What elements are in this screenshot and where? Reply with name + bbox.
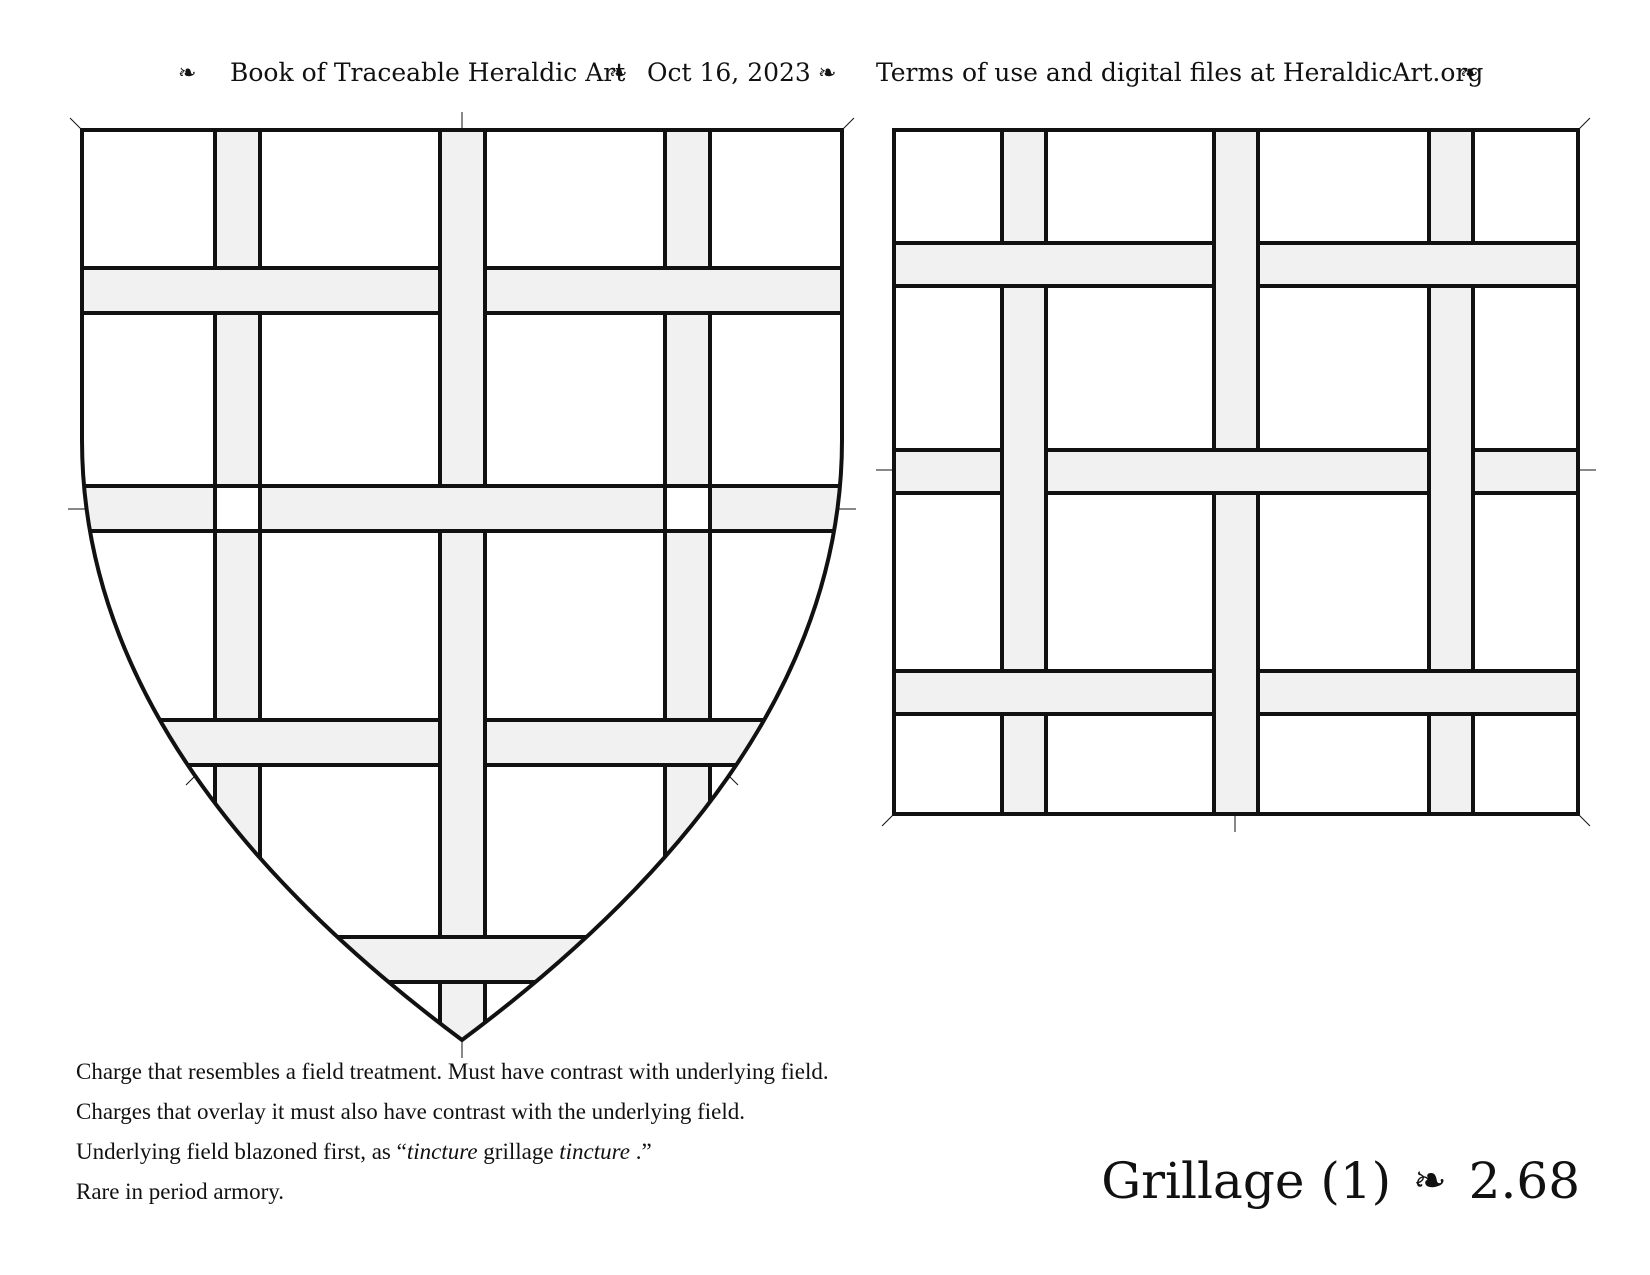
shield-bar-vertical xyxy=(213,130,262,270)
tincture-term: tincture xyxy=(406,1139,478,1164)
plate-number: 2.68 xyxy=(1468,1152,1580,1210)
description-text: Underlying field blazoned first, as “ xyxy=(76,1139,407,1164)
square-bar-vertical xyxy=(1000,712,1048,814)
shield-bar-horizontal xyxy=(258,484,667,533)
square-bar-vertical xyxy=(1212,130,1260,452)
tincture-term: tincture xyxy=(559,1139,630,1164)
description-line: Underlying field blazoned first, as “tin… xyxy=(76,1132,829,1172)
shield-bar-vertical xyxy=(438,130,487,488)
plate-name: Grillage (1) xyxy=(1101,1152,1392,1210)
book-title: Book of Traceable Heraldic Art xyxy=(230,58,626,87)
shield-bar-vertical xyxy=(663,130,712,270)
shield-bar-vertical xyxy=(663,529,712,722)
square-bar-vertical xyxy=(1427,284,1475,673)
shield-bar-vertical xyxy=(213,763,262,967)
shield-bar-horizontal xyxy=(82,266,442,315)
shield-bar-horizontal xyxy=(483,718,842,767)
description-text: .” xyxy=(629,1139,652,1164)
shield-bar-horizontal xyxy=(708,484,842,533)
shield-figure xyxy=(80,128,844,1043)
description-line: Rare in period armory. xyxy=(76,1179,284,1204)
shield-bar-vertical xyxy=(438,529,487,939)
shield-bar-horizontal xyxy=(82,718,442,767)
square-figure xyxy=(892,128,1580,816)
ornament-icon: ❧ xyxy=(609,61,628,86)
square-bar-vertical xyxy=(1212,491,1260,814)
shield-bar-horizontal xyxy=(483,266,842,315)
square-bar-horizontal xyxy=(894,669,1216,716)
ornament-icon: ❧ xyxy=(818,61,837,86)
square-bar-horizontal xyxy=(894,241,1216,288)
description-text: grillage xyxy=(477,1139,560,1164)
page-header: ❧ Book of Traceable Heraldic Art ❧ Oct 1… xyxy=(0,58,1650,98)
shield-bar-vertical xyxy=(213,311,262,488)
square-bar-horizontal xyxy=(1256,669,1578,716)
square-bar-horizontal xyxy=(1471,448,1578,495)
shield-bar-vertical xyxy=(663,763,712,967)
terms-link-text: Terms of use and digital files at Herald… xyxy=(876,58,1484,87)
ornament-icon: ❧ xyxy=(1460,61,1479,86)
plate-title: Grillage (1) ❧ 2.68 xyxy=(1101,1148,1580,1218)
description-line: Charge that resembles a field treatment.… xyxy=(76,1059,829,1084)
description: Charge that resembles a field treatment.… xyxy=(76,1052,829,1212)
square-bar-horizontal xyxy=(894,448,1004,495)
header-date: Oct 16, 2023 xyxy=(647,58,811,87)
square-bar-horizontal xyxy=(1044,448,1431,495)
shield-bar-horizontal xyxy=(82,484,217,533)
square-bar-vertical xyxy=(1000,284,1048,673)
ornament-icon: ❧ xyxy=(178,61,197,86)
ornament-icon: ❧ xyxy=(1413,1158,1447,1204)
square-bar-vertical xyxy=(1427,712,1475,814)
description-line: Charges that overlay it must also have c… xyxy=(76,1099,745,1124)
shield-bar-vertical xyxy=(663,311,712,488)
square-bar-vertical xyxy=(1427,130,1475,245)
square-bar-vertical xyxy=(1000,130,1048,245)
shield-bar-vertical xyxy=(213,529,262,722)
square-bar-horizontal xyxy=(1256,241,1578,288)
